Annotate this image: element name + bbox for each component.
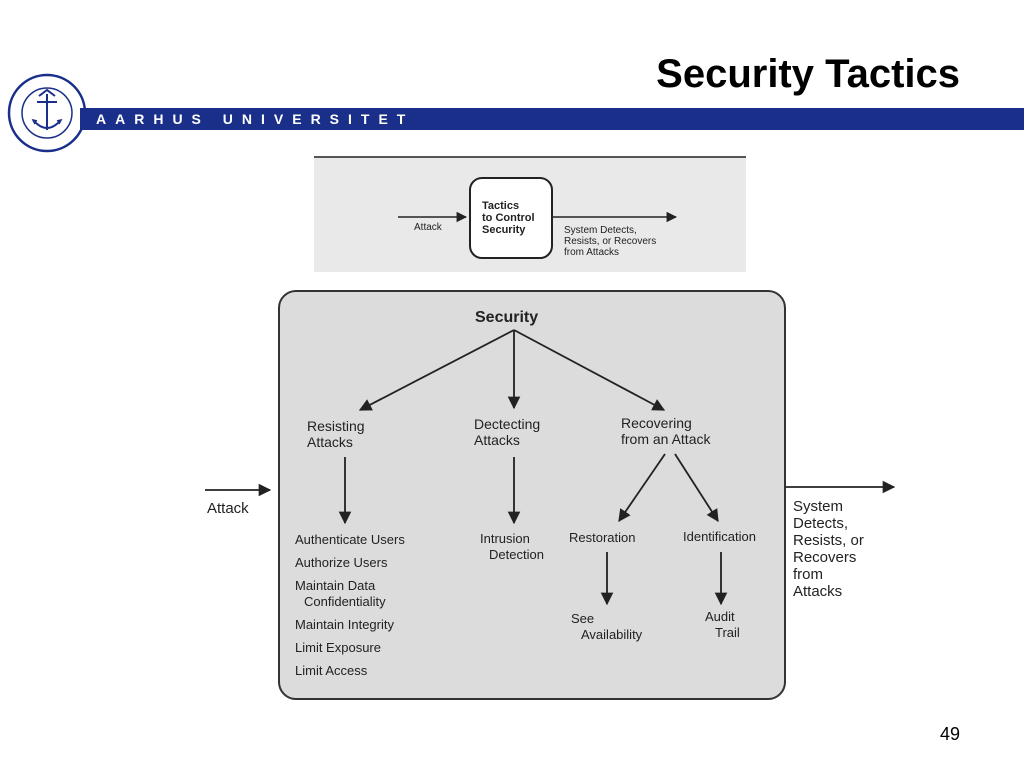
leaf-audit-trail-line-1: Audit [705,609,735,624]
tactic-authenticate-users: Authenticate Users [295,532,405,547]
tactic-limit-exposure: Limit Exposure [295,640,381,655]
top-input-label: Attack [414,222,443,233]
tactic-maintain-data-line-2: Confidentiality [304,594,386,609]
main-output-line-4: Recovers [793,549,856,566]
main-input-label: Attack [207,500,249,517]
top-output-line-3: from Attacks [564,247,619,258]
root-node-security: Security [475,309,538,326]
tactic-maintain-integrity: Maintain Integrity [295,617,394,632]
tactic-authorize-users: Authorize Users [295,555,388,570]
top-output-line-2: Resists, or Recovers [564,236,656,247]
leaf-audit-trail-line-2: Trail [715,625,740,640]
university-name: AARHUS UNIVERSITET [96,111,415,127]
top-output-line-1: System Detects, [564,225,637,236]
main-output-line-3: Resists, or [793,532,864,549]
top-box-line-3: Security [482,224,526,236]
main-output-line-6: Attacks [793,583,842,600]
main-output-line-5: from [793,566,823,583]
main-output-line-1: System [793,498,843,515]
category-resisting-line-2: Attacks [307,434,353,450]
category-recovering-line-1: Recovering [621,415,692,431]
arrow-to-identification [674,453,719,523]
category-detecting-line-2: Attacks [474,432,520,448]
tactic-intrusion-detection-line-2: Detection [489,547,544,562]
top-tactics-box [469,177,553,259]
top-box-line-1: Tactics [482,200,519,212]
category-recovering-line-2: from an Attack [621,431,711,447]
tactic-identification: Identification [683,529,756,544]
tactic-maintain-data-line-1: Maintain Data [295,578,376,593]
category-detecting-line-1: Dectecting [474,416,540,432]
tactic-limit-access: Limit Access [295,663,368,678]
tactic-intrusion-detection-line-1: Intrusion [480,531,530,546]
branch-arrow-resisting [358,329,515,411]
leaf-see-availability-line-1: See [571,611,594,626]
slide-title: Security Tactics [656,52,960,96]
arrow-to-restoration [618,453,666,523]
leaf-see-availability-line-2: Availability [581,627,643,642]
header-band [80,108,1024,130]
category-resisting-line-1: Resisting [307,418,365,434]
main-output-line-2: Detects, [793,515,848,532]
slide-number: 49 [939,724,960,744]
top-box-line-2: to Control [482,212,535,224]
tactic-restoration: Restoration [569,530,635,545]
branch-arrow-recovering [513,329,666,411]
